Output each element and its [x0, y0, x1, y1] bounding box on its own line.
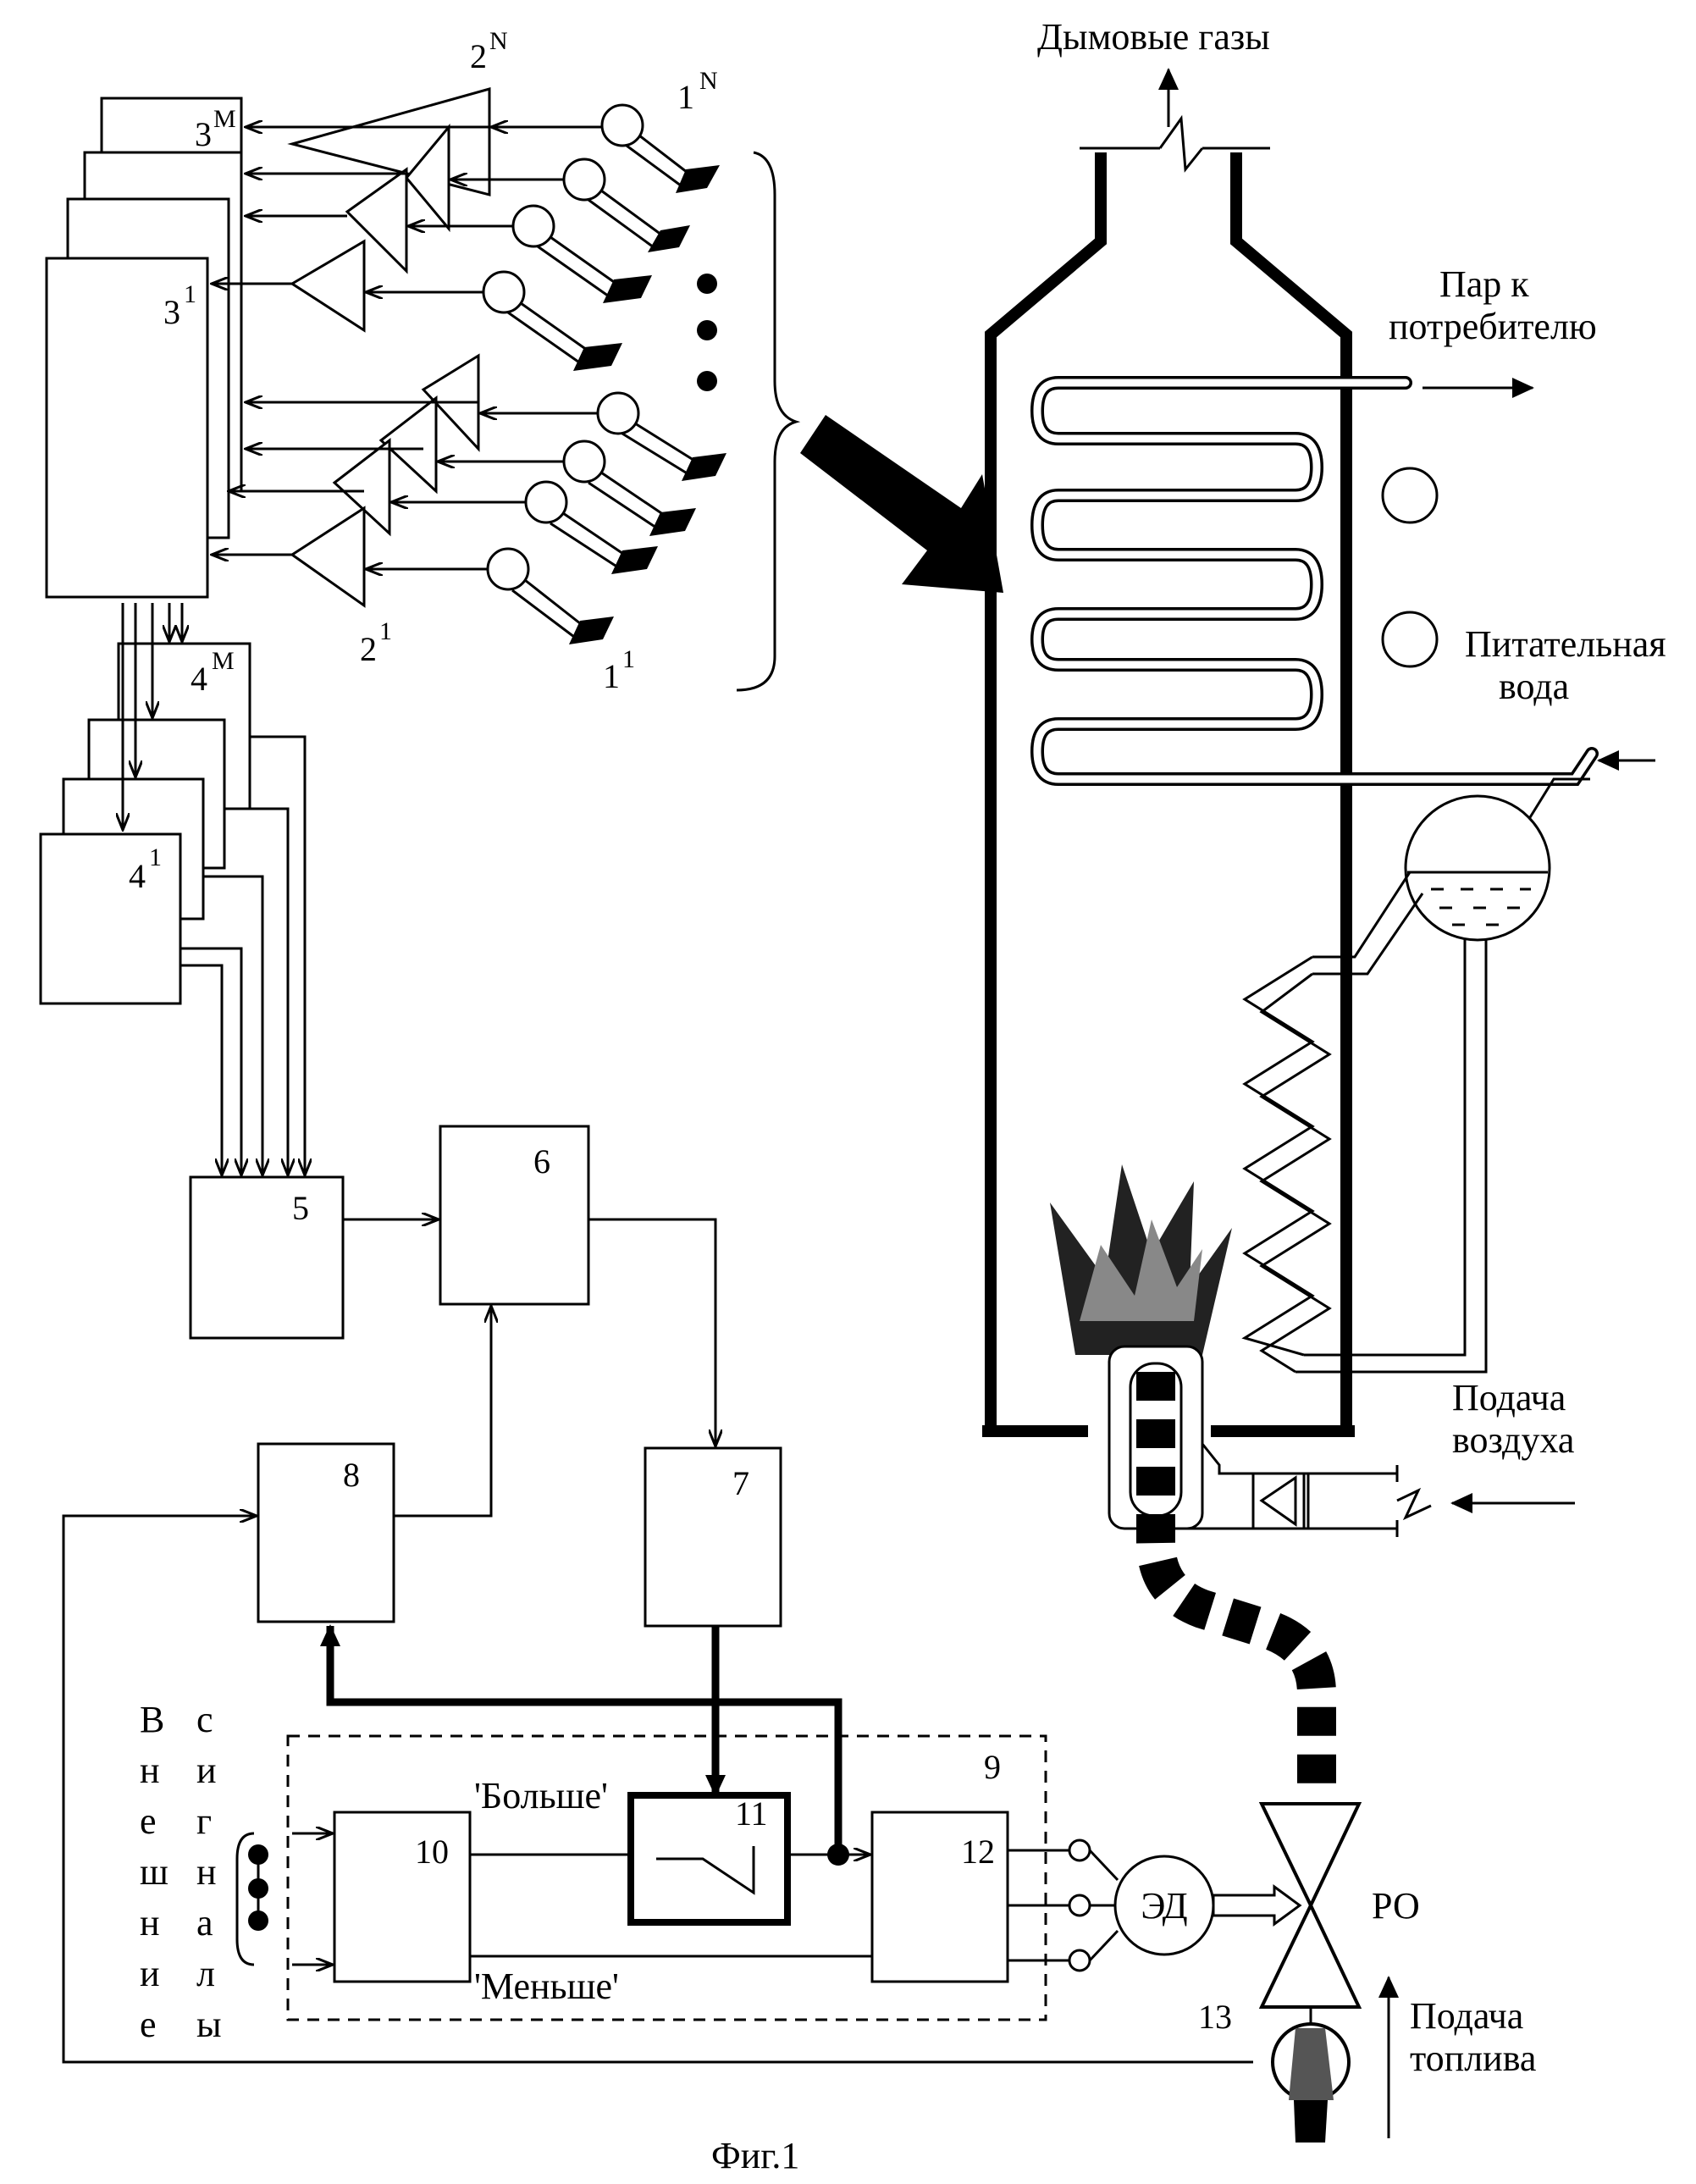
flow-meter-13	[1273, 2007, 1349, 2143]
label-31-sup: 1	[184, 280, 196, 308]
label-21: 2	[360, 630, 377, 668]
label-motor: ЭД	[1141, 1885, 1187, 1927]
svg-text:и: и	[140, 1953, 160, 1994]
label-11: 11	[735, 1794, 768, 1833]
label-4M: 4	[191, 660, 207, 698]
block-7	[645, 1448, 781, 1626]
label-8: 8	[343, 1456, 360, 1494]
svg-text:л: л	[196, 1953, 215, 1994]
label-steam-1: Пар к	[1439, 263, 1529, 305]
label-3M: 3	[195, 115, 212, 153]
label-flue-gases: Дымовые газы	[1037, 16, 1270, 58]
label-less: 'Меньше'	[474, 1966, 619, 2007]
sensor-b1	[598, 393, 726, 481]
label-11-sup: 1	[622, 645, 635, 673]
amplifier-group	[292, 89, 489, 605]
label-31: 3	[163, 293, 180, 331]
collector-upper	[1383, 468, 1437, 523]
screen-tubes	[1245, 957, 1329, 1372]
block-5	[191, 1177, 343, 1338]
block-8	[258, 1444, 394, 1622]
svg-text:с: с	[196, 1699, 213, 1740]
label-air-1: Подача	[1452, 1377, 1566, 1418]
svg-text:а: а	[196, 1902, 213, 1943]
label-11: 1	[603, 657, 620, 695]
label-41: 4	[129, 857, 146, 895]
motor-wires	[1008, 1840, 1118, 1971]
label-fuel-1: Подача	[1410, 1995, 1523, 2037]
burner-flame	[1050, 1164, 1232, 1355]
label-fuel-2: топлива	[1410, 2037, 1536, 2079]
label-7: 7	[732, 1464, 749, 1502]
label-2N: 2	[470, 37, 487, 75]
label-1N: 1	[677, 78, 694, 116]
external-signal-inputs	[237, 1833, 333, 1965]
svg-text:ы: ы	[196, 2004, 222, 2045]
motor-shaft	[1213, 1887, 1300, 1924]
block-6	[440, 1126, 588, 1304]
label-6: 6	[533, 1142, 550, 1180]
ellipsis-dots	[697, 274, 717, 391]
label-2N-sup: N	[489, 27, 508, 55]
svg-text:н: н	[140, 1750, 160, 1791]
svg-text:ш: ш	[140, 1851, 168, 1893]
sensor-a2	[564, 159, 690, 252]
label-3M-sup: M	[213, 105, 236, 133]
label-21-sup: 1	[379, 617, 392, 645]
svg-text:В: В	[140, 1699, 164, 1740]
label-feedwater-1: Питательная	[1465, 623, 1666, 665]
label-10: 10	[415, 1833, 449, 1871]
label-feedwater-2: вода	[1499, 666, 1569, 707]
svg-text:н: н	[196, 1851, 217, 1893]
svg-text:е: е	[140, 2004, 157, 2045]
sensor-b2	[564, 441, 696, 536]
label-41-sup: 1	[149, 843, 162, 871]
label-13: 13	[1198, 1998, 1232, 2036]
block-10	[334, 1812, 470, 1982]
sensor-1N	[602, 105, 720, 193]
label-5: 5	[292, 1189, 309, 1227]
radiation-arrow	[800, 415, 1003, 593]
junction-dot	[827, 1844, 849, 1866]
label-air-2: воздуха	[1452, 1419, 1574, 1461]
svg-text:е: е	[140, 1800, 157, 1842]
steam-drum	[1406, 796, 1550, 940]
svg-text:и: и	[196, 1750, 217, 1791]
sensor-11	[488, 549, 614, 644]
amplifier-21	[292, 508, 364, 605]
label-12: 12	[961, 1833, 995, 1871]
sensor-a3	[513, 206, 652, 303]
label-valve: РО	[1372, 1885, 1420, 1927]
label-9: 9	[984, 1748, 1001, 1786]
amplifier-a4	[292, 241, 364, 330]
block3-stack	[47, 98, 241, 597]
external-signals-col2: с и г н а л ы	[196, 1699, 222, 2045]
sensor-b3	[526, 482, 658, 574]
sensor-group	[483, 105, 726, 644]
label-1N-sup: N	[699, 67, 718, 95]
collector-lower	[1383, 612, 1437, 666]
drum-downcomers	[1295, 872, 1486, 1372]
svg-text:г: г	[196, 1800, 212, 1842]
sensor-brace	[737, 152, 796, 690]
label-steam-2: потребителю	[1389, 306, 1597, 347]
sensor-a4	[483, 272, 622, 371]
label-more: 'Больше'	[474, 1775, 608, 1816]
figure-caption: Фиг.1	[711, 2135, 799, 2176]
svg-text:н: н	[140, 1902, 160, 1943]
label-4M-sup: M	[212, 647, 235, 675]
external-signals-col1: В н е ш н и е	[140, 1699, 168, 2045]
